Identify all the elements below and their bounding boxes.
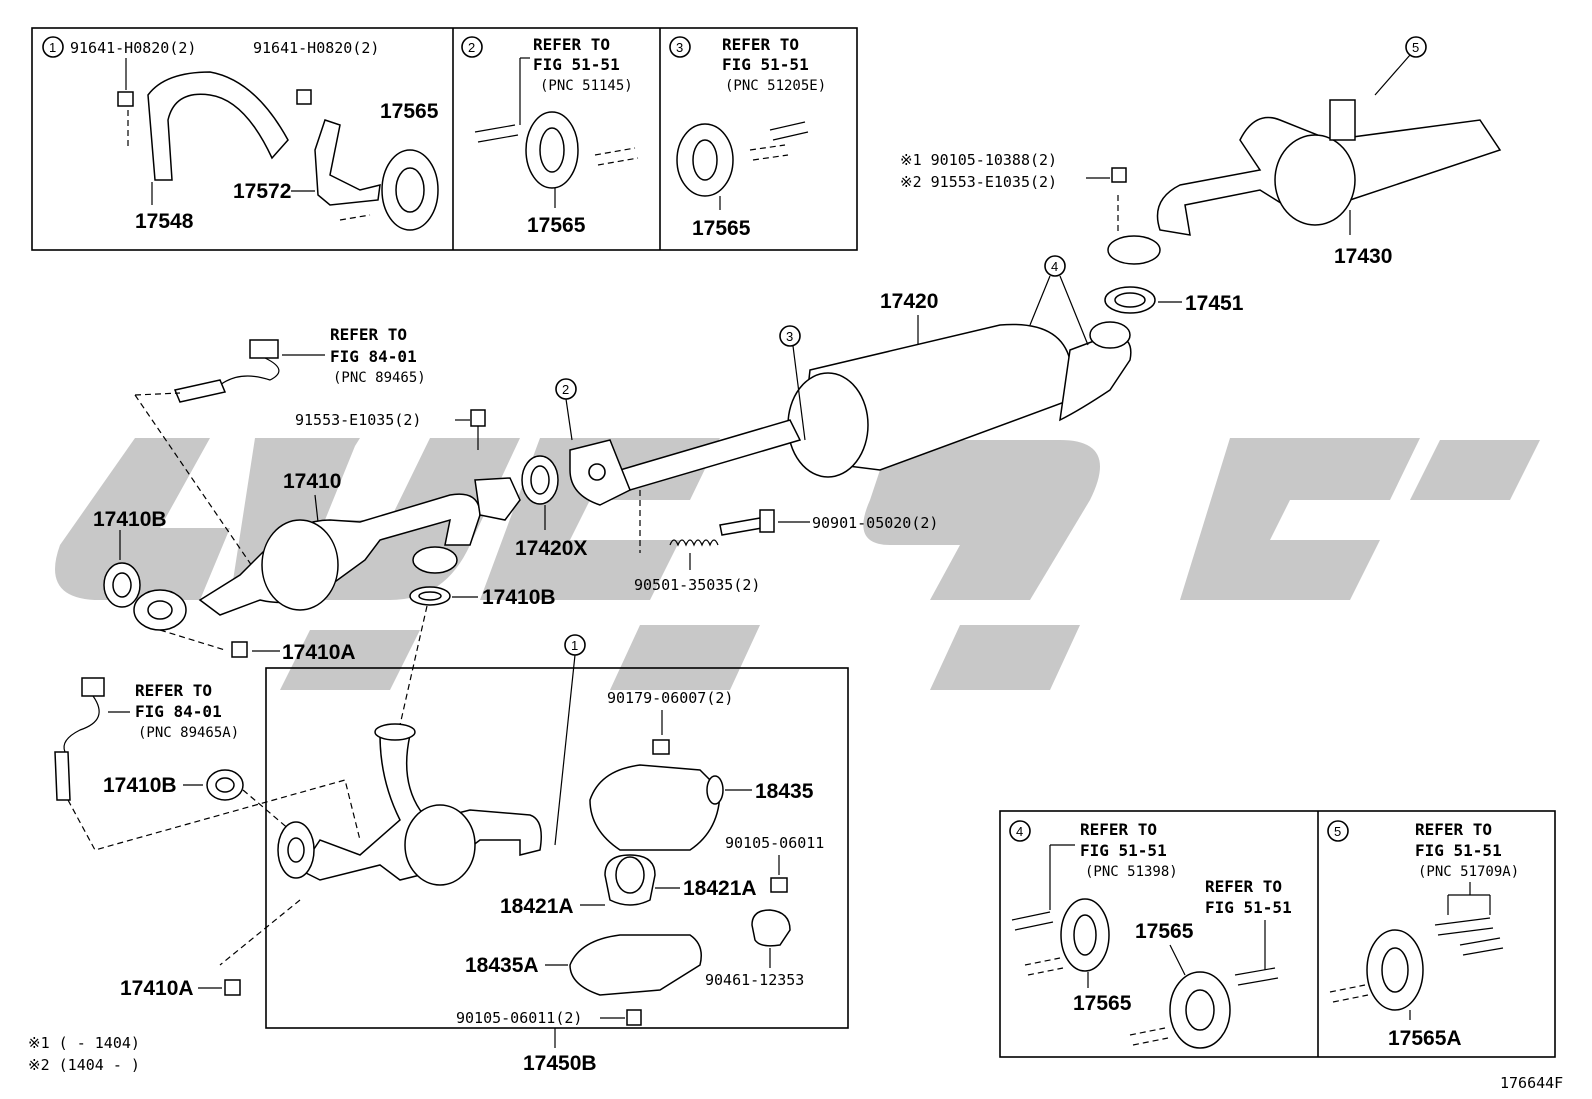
heat-shield-18435: 90179-06007(2) 18435	[589, 689, 814, 851]
front-exhaust-pipe-assy: 1	[277, 634, 586, 886]
svg-text:17565: 17565	[1135, 920, 1194, 943]
svg-text:90501-35035(2): 90501-35035(2)	[634, 576, 760, 594]
svg-text:2: 2	[562, 382, 569, 397]
clamp-90461: 90461-12353	[705, 909, 804, 989]
oxygen-sensor-upper: REFER TO FIG 84-01 (PNC 89465)	[134, 325, 426, 586]
svg-text:90461-12353: 90461-12353	[705, 971, 804, 989]
gasket-17410B-left: 17410B	[93, 508, 167, 608]
bolt-90105-upper: 90105-06011	[725, 834, 824, 893]
svg-text:3: 3	[786, 329, 793, 344]
oxygen-sensor-lower: REFER TO FIG 84-01 (PNC 89465A)	[54, 677, 361, 851]
svg-text:17410: 17410	[283, 470, 341, 493]
svg-text:REFER TO: REFER TO	[330, 325, 407, 344]
svg-text:17430: 17430	[1334, 245, 1392, 268]
svg-text:17548: 17548	[135, 210, 194, 233]
svg-text:91553-E1035(2): 91553-E1035(2)	[295, 411, 421, 429]
tailpipe-17430: 5 17430 ※1 90105-10388(2) ※2 91553-E1035…	[900, 36, 1502, 268]
svg-text:17565: 17565	[380, 100, 439, 123]
svg-text:17420: 17420	[880, 290, 938, 313]
svg-text:(PNC 51398): (PNC 51398)	[1085, 864, 1178, 880]
svg-text:4: 4	[1016, 824, 1023, 839]
svg-text:17410A: 17410A	[120, 977, 194, 1000]
spring-bolt-group: 90901-05020(2) 90501-35035(2)	[634, 490, 938, 594]
svg-text:(PNC 89465): (PNC 89465)	[333, 370, 426, 386]
svg-text:(PNC 51145): (PNC 51145)	[540, 78, 633, 94]
footnote-2: ※2 (1404 - )	[28, 1056, 140, 1074]
subassembly-box-17450B: 17450B	[265, 667, 849, 1075]
muffler-17420: 17420 4 3 2	[555, 255, 1132, 506]
inset-2: 2 REFER TO FIG 51-51 (PNC 51145) 17565	[461, 35, 639, 237]
svg-text:17410B: 17410B	[482, 586, 556, 609]
svg-text:90105-06011: 90105-06011	[725, 834, 824, 852]
clamp-18421A: 18421A 18421A	[500, 854, 757, 918]
svg-text:17420X: 17420X	[515, 537, 587, 560]
svg-text:17410A: 17410A	[282, 641, 356, 664]
svg-text:18421A: 18421A	[500, 895, 574, 918]
svg-text:(PNC 51205E): (PNC 51205E)	[725, 78, 826, 94]
svg-text:(PNC 51709A): (PNC 51709A)	[1418, 864, 1519, 880]
svg-text:REFER TO: REFER TO	[135, 681, 212, 700]
svg-text:91641-H0820(2): 91641-H0820(2)	[70, 39, 196, 57]
svg-text:(PNC 89465A): (PNC 89465A)	[138, 725, 239, 741]
svg-text:REFER TO: REFER TO	[722, 35, 799, 54]
bolt-90105-lower: 90105-06011(2)	[456, 1009, 642, 1027]
svg-text:18435: 18435	[755, 780, 814, 803]
inset-3: 3 REFER TO FIG 51-51 (PNC 51205E) 17565	[669, 35, 826, 240]
svg-text:91641-H0820(2): 91641-H0820(2)	[253, 39, 379, 57]
inset-box-top	[31, 27, 858, 251]
gasket-17410B-lower: 17410B	[103, 769, 291, 831]
svg-text:17450B: 17450B	[523, 1052, 597, 1075]
inset-4: 4 REFER TO FIG 51-51 (PNC 51398) 17565 1…	[1009, 820, 1292, 1049]
nut-17410A-lower: 17410A	[120, 899, 301, 1000]
svg-text:17565: 17565	[527, 214, 586, 237]
svg-text:1: 1	[49, 40, 56, 55]
svg-text:17410B: 17410B	[103, 774, 177, 797]
inset-box-bottom	[999, 810, 1556, 1058]
svg-text:REFER TO: REFER TO	[1080, 820, 1157, 839]
gasket-17451: 17451	[1104, 286, 1244, 315]
svg-text:REFER TO: REFER TO	[1415, 820, 1492, 839]
svg-text:FIG 51-51: FIG 51-51	[533, 55, 620, 74]
svg-text:4: 4	[1051, 259, 1058, 274]
svg-text:FIG 51-51: FIG 51-51	[1205, 898, 1292, 917]
svg-text:※1 90105-10388(2): ※1 90105-10388(2)	[900, 151, 1057, 169]
gasket-17410B-mid: 17410B	[399, 586, 556, 726]
svg-text:FIG 51-51: FIG 51-51	[1415, 841, 1502, 860]
svg-text:90179-06007(2): 90179-06007(2)	[607, 689, 733, 707]
bolt-91553: 91553-E1035(2)	[295, 409, 486, 450]
svg-text:FIG 84-01: FIG 84-01	[330, 347, 417, 366]
svg-text:1: 1	[571, 638, 578, 653]
svg-text:2: 2	[468, 40, 475, 55]
gasket-17420X: 17420X	[515, 455, 587, 560]
footnote-1: ※1 ( - 1404)	[28, 1034, 140, 1052]
inset-1: 1 91641-H0820(2) 91641-H0820(2) 17548 17…	[42, 36, 439, 233]
svg-text:REFER TO: REFER TO	[533, 35, 610, 54]
svg-text:17572: 17572	[233, 180, 291, 203]
svg-text:18421A: 18421A	[683, 877, 757, 900]
svg-text:17565: 17565	[1073, 992, 1132, 1015]
svg-text:FIG 84-01: FIG 84-01	[135, 702, 222, 721]
inset-5: 5 REFER TO FIG 51-51 (PNC 51709A) 17565A	[1327, 820, 1519, 1050]
front-pipe-17410: 17410	[133, 470, 521, 631]
nut-17410A-upper: 17410A	[159, 629, 356, 664]
svg-text:FIG 51-51: FIG 51-51	[722, 55, 809, 74]
svg-text:17410B: 17410B	[93, 508, 167, 531]
svg-text:18435A: 18435A	[465, 954, 539, 977]
svg-text:90901-05020(2): 90901-05020(2)	[812, 514, 938, 532]
svg-text:3: 3	[676, 40, 683, 55]
heat-shield-18435A: 18435A	[465, 934, 702, 996]
svg-text:FIG 51-51: FIG 51-51	[1080, 841, 1167, 860]
svg-text:5: 5	[1412, 40, 1419, 55]
svg-text:※2 91553-E1035(2): ※2 91553-E1035(2)	[900, 173, 1057, 191]
svg-text:17451: 17451	[1185, 292, 1244, 315]
svg-text:17565: 17565	[692, 217, 751, 240]
svg-text:90105-06011(2): 90105-06011(2)	[456, 1009, 582, 1027]
diagram-id: 176644F	[1500, 1074, 1563, 1092]
svg-text:17565A: 17565A	[1388, 1027, 1462, 1050]
svg-text:5: 5	[1334, 824, 1341, 839]
svg-text:REFER TO: REFER TO	[1205, 877, 1282, 896]
